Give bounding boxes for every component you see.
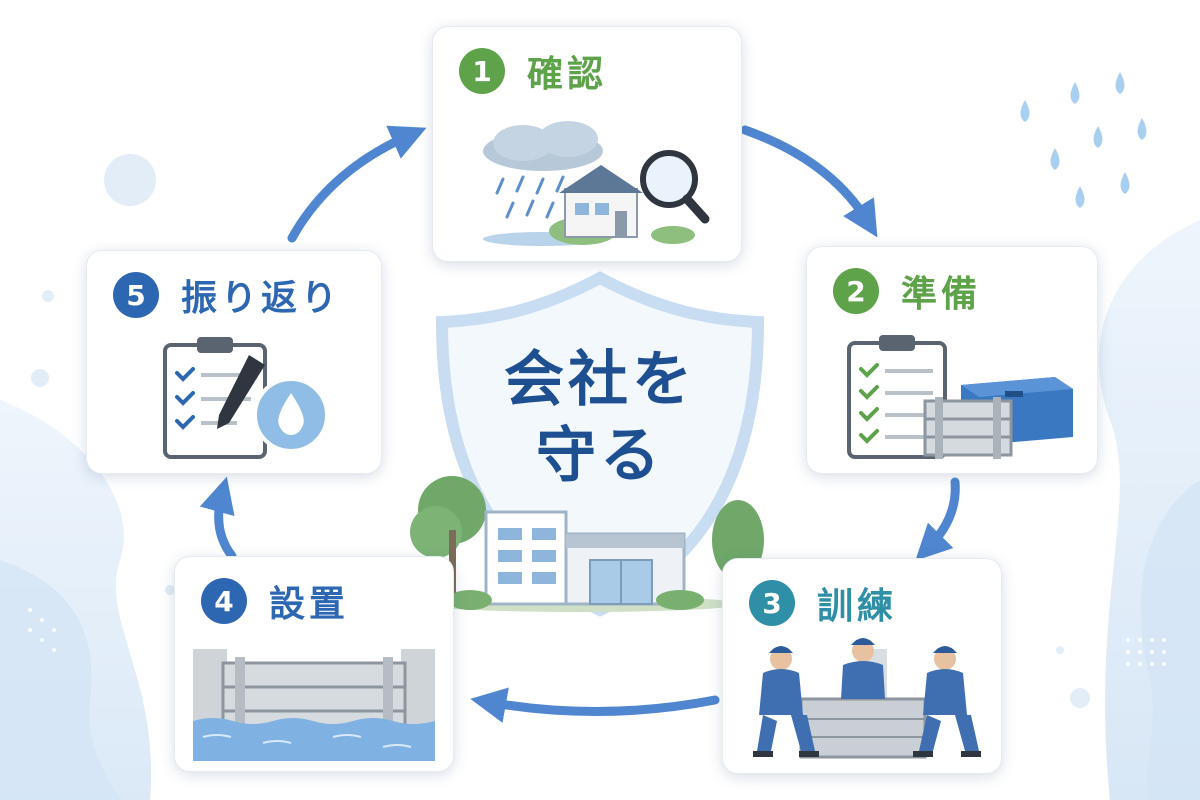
step-number-5: 5 <box>113 272 159 318</box>
left-wave-2 <box>0 560 120 800</box>
dot-pattern <box>28 608 1166 666</box>
checklist-floodgate-case-icon <box>847 335 1073 459</box>
step-number-1: 1 <box>459 48 505 94</box>
arrow-4-to-5 <box>199 476 237 561</box>
rain-house-magnifier-icon <box>483 121 710 246</box>
arrow-2-to-3 <box>915 477 960 561</box>
step-number-3: 3 <box>749 580 795 626</box>
floodgate-water-icon <box>193 649 435 761</box>
center-title-line1: 会社を <box>504 345 696 415</box>
step-card-4: 4 設置 <box>174 556 454 772</box>
step-card-5: 5 振り返り <box>86 250 382 474</box>
step-label-3: 訓練 <box>817 586 898 627</box>
step-number-2: 2 <box>833 268 879 314</box>
step-number-4: 4 <box>201 578 247 624</box>
workers-training-icon <box>753 638 981 759</box>
step-label-1: 確認 <box>527 54 608 95</box>
step-label-4: 設置 <box>269 584 350 625</box>
step-card-1: 1 確認 <box>432 26 742 262</box>
arrow-3-to-4 <box>470 687 720 723</box>
step-card-3: 3 訓練 <box>722 558 1002 774</box>
arrow-5-to-1 <box>287 125 427 243</box>
raindrops-icon <box>1020 72 1147 208</box>
right-wave-2 <box>1140 480 1200 800</box>
step-label-2: 準備 <box>901 274 982 315</box>
center-title: 会社を 守る <box>460 342 740 494</box>
arrow-1-to-2 <box>740 125 878 238</box>
review-clipboard-icon <box>163 337 329 459</box>
step-label-5: 振り返り <box>181 278 342 319</box>
left-bubbles <box>31 154 175 595</box>
step-card-2: 2 準備 <box>806 246 1098 474</box>
center-title-line2: 守る <box>536 421 664 491</box>
right-bubbles <box>1056 646 1090 708</box>
